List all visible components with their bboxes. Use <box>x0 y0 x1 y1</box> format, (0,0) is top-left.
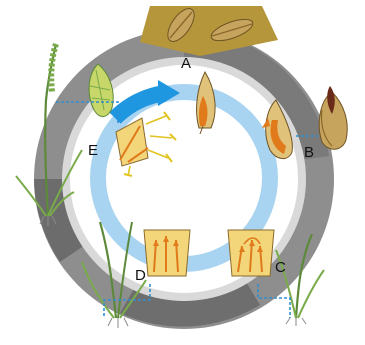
stage-label-c: C <box>275 259 286 276</box>
stage-label-d: D <box>135 267 146 284</box>
stage-label-b: B <box>304 144 314 161</box>
stage-label-a: A <box>181 55 191 72</box>
stage-label-e: E <box>88 142 98 159</box>
